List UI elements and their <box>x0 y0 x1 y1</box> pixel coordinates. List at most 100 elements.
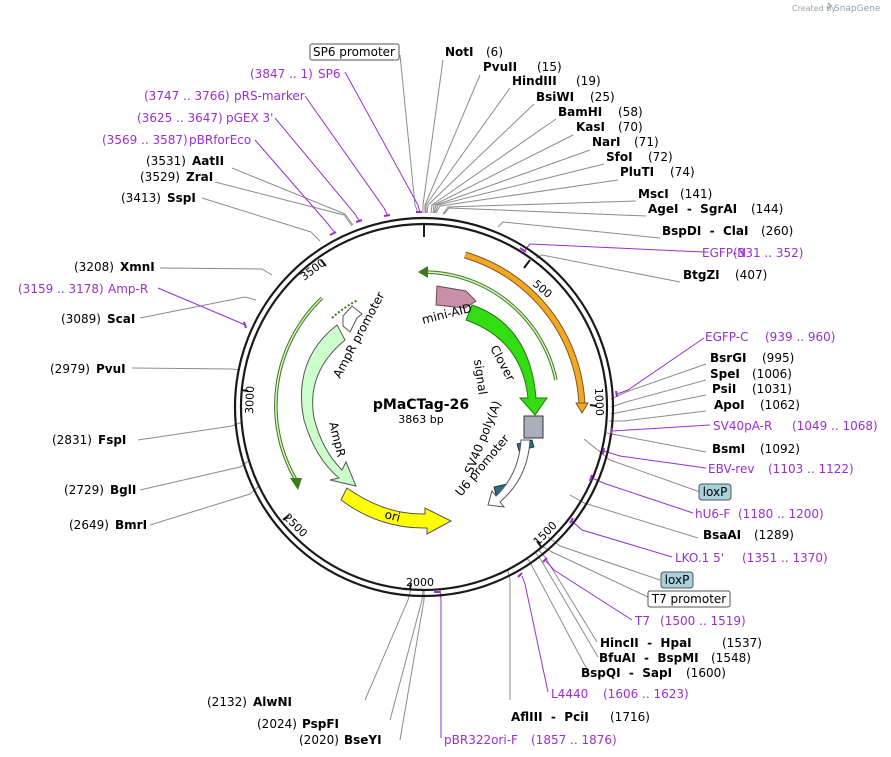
svg-text:PvuI: PvuI <box>96 362 126 376</box>
primer-name: EGFP-C <box>705 330 748 344</box>
outer-green-arrowhead <box>418 266 428 278</box>
primer-range: (331 .. 352) <box>733 246 803 260</box>
svg-text:BsiWI: BsiWI <box>536 90 574 104</box>
svg-text:PvuII: PvuII <box>483 60 517 74</box>
enzyme-name: SspI <box>167 191 196 205</box>
primer-name: SV40pA-R <box>713 419 772 433</box>
orange-feature <box>464 252 585 407</box>
enzyme-pos: (144) <box>751 202 783 216</box>
enzyme-pos: (71) <box>634 135 659 149</box>
enzyme-name: BspDI - ClaI <box>662 224 748 238</box>
svg-text:PsiI: PsiI <box>712 382 736 396</box>
enzyme-pos: (3413) <box>121 191 161 205</box>
primer-name: Amp-R <box>108 282 148 296</box>
primer-range: (3569 .. 3587) <box>102 133 188 147</box>
svg-text:PspFI: PspFI <box>302 717 339 731</box>
primer-name: pBRforEco <box>189 133 251 147</box>
enzyme-pos: (141) <box>680 187 712 201</box>
primer-name: pBR322ori-F <box>444 733 518 747</box>
ampr-promoter-dotted <box>331 299 359 319</box>
enzyme-pos: (1062) <box>760 398 800 412</box>
svg-text:SspI: SspI <box>167 191 196 205</box>
primer-range: (1049 .. 1068) <box>792 419 878 433</box>
svg-text:BspDI - ClaI: BspDI - ClaI <box>662 224 748 238</box>
svg-text:SpeI: SpeI <box>710 367 740 381</box>
t7-promoter-label: T7 promoter <box>651 592 727 606</box>
outer-green-arc-inner <box>424 271 557 381</box>
enzyme-name: BsiWI <box>536 90 574 104</box>
sp6-promoter-box <box>309 43 400 61</box>
primer-range: (1857 .. 1876) <box>531 733 617 747</box>
enzyme-name: BspQI - SapI <box>581 666 672 680</box>
enzyme-name: BamHI <box>558 105 602 119</box>
svg-text:HincII - HpaI: HincII - HpaI <box>600 636 692 650</box>
loxp-box-1 <box>698 483 732 501</box>
primer-range: (1103 .. 1122) <box>768 462 854 476</box>
enzyme-name: SpeI <box>710 367 740 381</box>
enzyme-name: PspFI <box>302 717 339 731</box>
svg-text:BsrGI: BsrGI <box>710 351 747 365</box>
enzyme-name: XmnI <box>120 260 155 274</box>
enzyme-name: AatII <box>192 154 224 168</box>
svg-text:BsmI: BsmI <box>712 442 745 456</box>
enzyme-name: NotI <box>445 45 474 59</box>
enzyme-name: PvuI <box>96 362 126 376</box>
enzyme-name: AgeI - SgrAI <box>648 202 737 216</box>
enzyme-name: AflIII - PciI <box>511 710 589 724</box>
primer-name: LKO.1 5' <box>675 551 724 565</box>
enzyme-pos: (3531) <box>146 154 186 168</box>
enzyme-pos: (3208) <box>74 260 114 274</box>
svg-text:AflIII - PciI: AflIII - PciI <box>511 710 589 724</box>
primer-name: EBV-rev <box>708 462 754 476</box>
t7-promoter-box <box>647 590 731 608</box>
enzyme-pos: (25) <box>590 90 615 104</box>
loxp-label-2: loxP <box>665 573 690 587</box>
primer-range: (3847 .. 1) <box>250 67 313 81</box>
svg-text:KasI: KasI <box>576 120 605 134</box>
left-green-arrowhead <box>290 478 302 490</box>
svg-text:BmrI: BmrI <box>115 518 147 532</box>
enzyme-pos: (2132) <box>207 695 247 709</box>
enzyme-name: ApoI <box>714 398 745 412</box>
enzyme-pos: (74) <box>670 165 695 179</box>
svg-text:PluTI: PluTI <box>620 165 654 179</box>
primer-range: (1606 .. 1623) <box>603 687 689 701</box>
enzyme-pos: (2729) <box>64 483 104 497</box>
svg-text:AgeI - SgrAI: AgeI - SgrAI <box>648 202 737 216</box>
sp6-promoter-label: SP6 promoter <box>313 45 395 59</box>
u6-promoter-arrow <box>487 439 531 508</box>
primer-marks <box>243 211 618 593</box>
primer-name: L4440 <box>551 687 588 701</box>
enzyme-name: BseYI <box>344 733 382 747</box>
left-green-arc-inner <box>275 297 323 481</box>
tick-2000: 2000 <box>406 576 434 589</box>
label-ampr: AmpR <box>326 420 348 458</box>
enzyme-pos: (407) <box>735 268 767 282</box>
label-ori: ori <box>383 507 402 524</box>
ori-arrow <box>340 487 453 535</box>
enzyme-pos: (1092) <box>760 442 800 456</box>
svg-text:MscI: MscI <box>638 187 669 201</box>
primer-name: SP6 <box>318 67 341 81</box>
label-signal: signal <box>471 358 490 395</box>
enzyme-name: HindIII <box>512 74 557 88</box>
loxp-box-2 <box>660 571 694 589</box>
enzyme-name: BglI <box>110 483 136 497</box>
svg-text:BamHI: BamHI <box>558 105 602 119</box>
enzyme-pos: (995) <box>762 351 794 365</box>
primer-range: (939 .. 960) <box>765 330 835 344</box>
svg-text:FspI: FspI <box>98 433 126 447</box>
primer-name: pRS-marker <box>234 89 305 103</box>
enzyme-pos: (2831) <box>52 433 92 447</box>
orange-feature-arrowhead <box>575 402 589 414</box>
primer-range: (3747 .. 3766) <box>144 89 230 103</box>
enzyme-pos: (15) <box>537 60 562 74</box>
enzyme-pos: (1716) <box>610 710 650 724</box>
ampr-promoter-arrow <box>342 305 363 333</box>
enzyme-name: SfoI <box>606 150 633 164</box>
enzyme-name: ZraI <box>186 170 213 184</box>
enzyme-pos: (2979) <box>50 362 90 376</box>
svg-text:NotI: NotI <box>445 45 474 59</box>
plasmid-title: pMaCTag-26 <box>373 397 469 413</box>
primer-leaders <box>157 71 711 738</box>
